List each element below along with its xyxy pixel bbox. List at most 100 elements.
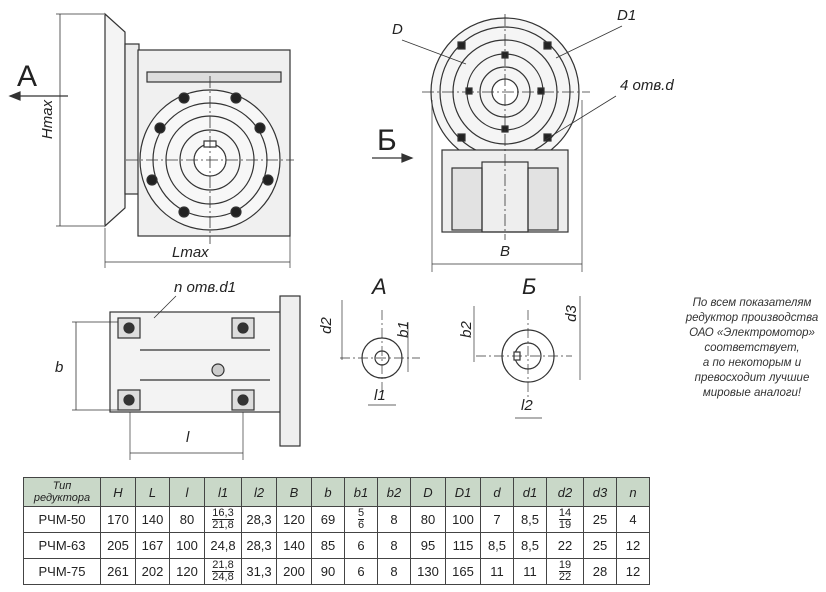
column-header: b1: [344, 477, 378, 507]
fraction-numerator: 19: [558, 559, 572, 572]
d2-label: d2: [317, 317, 335, 334]
table-cell: 7: [480, 506, 514, 533]
table-cell: 115: [445, 532, 481, 559]
table-cell: 69: [311, 506, 345, 533]
section-b-label: Б: [522, 274, 537, 299]
table-cell: 95: [410, 532, 446, 559]
table-cell: 85: [311, 532, 345, 559]
fraction-numerator: 21,8: [212, 559, 234, 572]
b-top-label: b: [55, 359, 64, 376]
note-line: а по некоторым и: [702, 357, 802, 369]
column-header: b: [311, 477, 345, 507]
table-cell: 25: [583, 506, 617, 533]
column-header: l1: [204, 477, 242, 507]
table-cell: 12: [616, 532, 650, 559]
column-header: b2: [377, 477, 411, 507]
table-cell: 25: [583, 532, 617, 559]
type-cell: РЧМ-50: [23, 506, 101, 533]
table-cell: 28,3: [241, 506, 277, 533]
table-cell: 170: [100, 506, 136, 533]
fraction-numerator: 14: [558, 507, 572, 520]
note-line: соответствует,: [704, 342, 800, 354]
table-cell: 8,5: [480, 532, 514, 559]
type-cell: РЧМ-75: [23, 558, 101, 585]
fraction-numerator: 16,3: [212, 507, 234, 520]
l1-label: l1: [374, 387, 386, 404]
d3-label: d3: [562, 305, 580, 322]
note-line: По всем показателям: [692, 297, 812, 309]
table-cell: 200: [276, 558, 312, 585]
side-view: [422, 14, 590, 240]
column-header: d1: [513, 477, 547, 507]
table-cell: 130: [410, 558, 446, 585]
table-cell: 11: [513, 558, 547, 585]
b2-label: b2: [457, 321, 475, 338]
column-header: l: [169, 477, 205, 507]
table-cell: 120: [276, 506, 312, 533]
table-cell: 6: [344, 558, 378, 585]
l2-label: l2: [521, 397, 533, 414]
fraction-denominator: 6: [357, 519, 365, 531]
view-b-label: Б: [377, 124, 397, 157]
column-header: d3: [583, 477, 617, 507]
table-cell: 100: [445, 506, 481, 533]
column-header: L: [135, 477, 170, 507]
table-cell: 12: [616, 558, 650, 585]
l-label: l: [186, 429, 190, 446]
table-cell: 261: [100, 558, 136, 585]
column-header: d: [480, 477, 514, 507]
holes-label: 4 отв.d: [620, 77, 674, 94]
d-label: D: [392, 21, 403, 38]
table-cell: 8: [377, 532, 411, 559]
table-cell: 8: [377, 506, 411, 533]
table-cell: 31,3: [241, 558, 277, 585]
table-cell: 6: [344, 532, 378, 559]
note-line: редуктор производства: [685, 312, 819, 324]
note-line: ОАО «Электромотор»: [689, 327, 815, 339]
hmax-label: Hmax: [39, 99, 57, 140]
column-header: d2: [546, 477, 584, 507]
table-cell: 22: [546, 532, 584, 559]
table-cell: 202: [135, 558, 170, 585]
note-line: мировые аналоги!: [702, 387, 802, 399]
column-header: H: [100, 477, 136, 507]
table-cell: 28: [583, 558, 617, 585]
table-cell: 28,3: [241, 532, 277, 559]
column-header: n: [616, 477, 650, 507]
table-cell: 140: [135, 506, 170, 533]
lmax-label: Lmax: [172, 244, 209, 261]
holes-d1-label: n отв.d1: [174, 279, 237, 296]
table-cell: 90: [311, 558, 345, 585]
table-cell: 205: [100, 532, 136, 559]
table-cell: 24,8: [204, 532, 242, 559]
fraction-denominator: 22: [558, 571, 572, 583]
table-cell: 80: [169, 506, 205, 533]
table-cell: 8,5: [513, 532, 547, 559]
table-cell: 8,5: [513, 506, 547, 533]
note-line: превосходит лучшие: [694, 372, 810, 384]
top-view: [109, 295, 301, 447]
column-header: l2: [241, 477, 277, 507]
column-header: B: [276, 477, 312, 507]
b1-label: b1: [394, 321, 412, 338]
front-view: [104, 12, 294, 244]
fraction-denominator: 19: [558, 519, 572, 531]
view-a-label: А: [17, 60, 38, 93]
table-cell: 167: [135, 532, 170, 559]
